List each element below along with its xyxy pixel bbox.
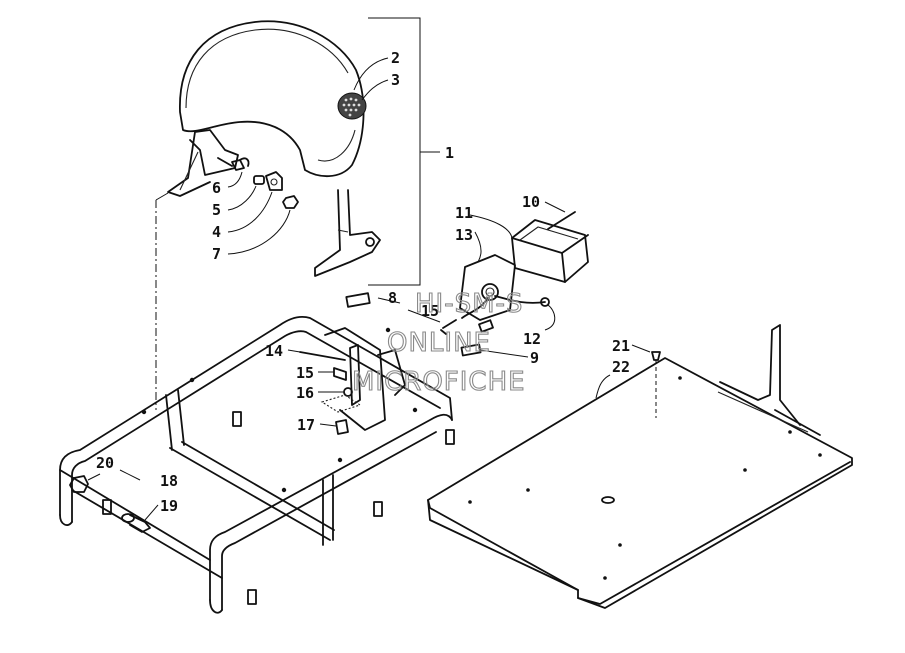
nut-20 — [69, 475, 89, 493]
right-mount-bracket — [314, 189, 381, 277]
screw-15 — [440, 319, 457, 335]
callout-20: 20 — [96, 454, 114, 472]
callout-4: 4 — [212, 223, 221, 241]
fastener-21 — [651, 351, 661, 361]
rack-mount-plate — [324, 327, 386, 431]
callout-21: 21 — [612, 337, 630, 355]
rack-frame — [59, 192, 455, 614]
callout-12: 12 — [523, 330, 541, 348]
callout-6: 6 — [212, 179, 221, 197]
cargo-plate-22 — [427, 324, 853, 609]
callout-labels: 1 2 3 4 5 6 7 8 9 10 11 12 13 14 15 15 1… — [96, 49, 630, 515]
plate-handle — [719, 324, 801, 426]
callout-19: 19 — [160, 497, 178, 515]
callout-15-lower: 15 — [296, 364, 314, 382]
spacer-5 — [253, 175, 265, 185]
backrest-cushion — [179, 20, 365, 178]
callout-15-upper: 15 — [421, 302, 439, 320]
nut-17 — [335, 419, 349, 435]
callout-7: 7 — [212, 245, 221, 263]
rack-rear-rail — [209, 413, 453, 601]
watermark-line-3: MICROFICHE — [352, 367, 526, 397]
emblem-3 — [337, 92, 367, 120]
callout-3: 3 — [391, 71, 400, 89]
callout-5: 5 — [212, 201, 221, 219]
decal-8 — [345, 292, 371, 308]
watermark: HI-SM-S ONLINE MICROFICHE — [351, 288, 526, 397]
spring-pin-6 — [239, 157, 250, 167]
watermark-line-2: ONLINE — [387, 328, 491, 358]
callout-10: 10 — [522, 193, 540, 211]
bolt-14 — [299, 351, 346, 361]
callout-9: 9 — [530, 349, 539, 367]
bracket-4 — [265, 171, 283, 191]
bolt-19 — [129, 514, 151, 533]
rack-front-rail — [59, 315, 453, 516]
backrest-leaders — [227, 57, 389, 255]
callout-11: 11 — [455, 204, 473, 222]
washer-19 — [121, 513, 135, 523]
left-mount-bracket — [167, 129, 239, 197]
callout-8: 8 — [388, 289, 397, 307]
callout-16: 16 — [296, 384, 314, 402]
callout-22: 22 — [612, 358, 630, 376]
nut-7 — [282, 195, 299, 209]
callout-1: 1 — [445, 144, 454, 162]
callout-13: 13 — [455, 226, 473, 244]
screw-10 — [547, 211, 576, 230]
callout-14: 14 — [265, 342, 283, 360]
decal-9 — [460, 343, 482, 357]
taillight-housing — [511, 219, 589, 283]
callout-2: 2 — [391, 49, 400, 67]
callout-18: 18 — [160, 472, 178, 490]
bolt-6 — [217, 157, 245, 171]
bolt-15 — [333, 367, 347, 381]
connector — [478, 319, 494, 333]
lens-gasket-13 — [459, 254, 516, 321]
taillight-assembly — [345, 201, 589, 358]
decal-plate — [320, 394, 362, 413]
watermark-line-1: HI-SM-S — [415, 289, 523, 319]
callout-17: 17 — [297, 416, 315, 434]
backrest-assembly — [167, 17, 440, 286]
